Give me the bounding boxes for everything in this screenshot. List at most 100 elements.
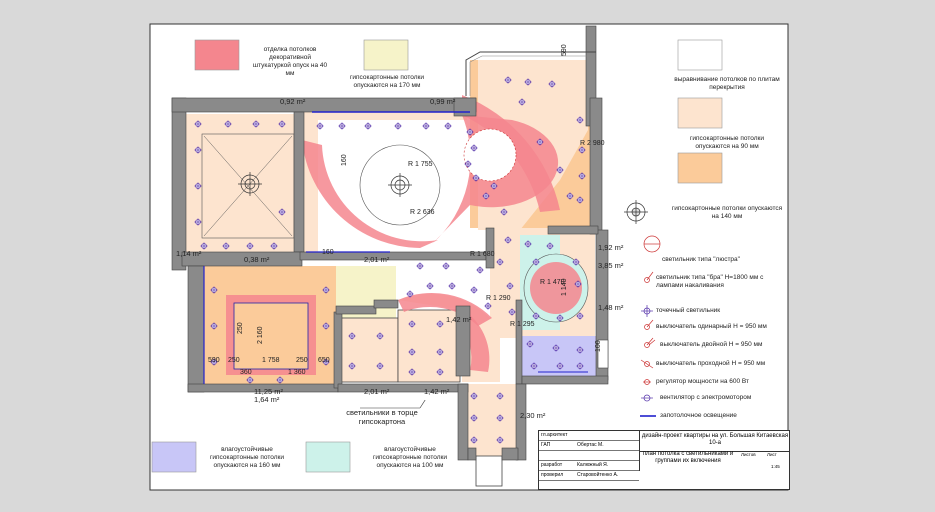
legend-swatch-4 bbox=[677, 97, 723, 129]
spotlight-cross bbox=[222, 242, 230, 250]
spotlight-cross bbox=[338, 122, 346, 130]
dimension-label: 160 bbox=[341, 154, 348, 166]
area-label: 0,92 m² bbox=[280, 97, 306, 106]
spotlight-cross bbox=[408, 348, 416, 356]
legend-swatch-3 bbox=[677, 39, 723, 71]
area-label: 11,25 m² bbox=[254, 387, 284, 396]
radius-label: R 1 470 bbox=[540, 279, 565, 286]
radius-label: R 2 636 bbox=[410, 209, 435, 216]
spotlight-cross bbox=[508, 308, 516, 316]
spotlight-cross bbox=[532, 258, 540, 266]
spotlight-cross bbox=[530, 362, 538, 370]
spotlight-cross bbox=[376, 362, 384, 370]
area-label: 1,64 m² bbox=[254, 395, 280, 404]
spotlight-cross bbox=[436, 320, 444, 328]
spotlight-cross bbox=[556, 314, 564, 322]
spotlight-cross bbox=[500, 208, 508, 216]
spotlight-cross bbox=[194, 218, 202, 226]
spotlight-cross bbox=[348, 332, 356, 340]
spotlight-cross bbox=[470, 436, 478, 444]
spotlight-cross bbox=[578, 146, 586, 154]
sheet-label: Лист bbox=[767, 452, 777, 457]
spotlight-cross bbox=[224, 120, 232, 128]
spotlight-cross bbox=[436, 348, 444, 356]
spotlight-cross bbox=[482, 192, 490, 200]
spotlight-cross bbox=[394, 122, 402, 130]
spotlight-cross bbox=[416, 262, 424, 270]
spotlight-cross bbox=[408, 320, 416, 328]
symbol-text-switch-pass: выключатель проходной H = 950 мм bbox=[656, 360, 766, 367]
walls bbox=[171, 25, 609, 461]
spotlight-cross bbox=[210, 358, 218, 366]
spotlight-cross bbox=[422, 122, 430, 130]
spotlight-cross bbox=[506, 282, 514, 290]
spotlight-cross bbox=[566, 192, 574, 200]
spotlight-cross bbox=[476, 266, 484, 274]
spotlight-cross bbox=[210, 322, 218, 330]
spotlight-cross bbox=[532, 312, 540, 320]
spotlight-cross bbox=[210, 286, 218, 294]
spotlight-cross bbox=[526, 340, 534, 348]
spotlight-cross bbox=[316, 122, 324, 130]
spotlights bbox=[194, 76, 586, 444]
legend-text-5: гипсокартонные потолки опускаются на 140… bbox=[671, 205, 783, 220]
spotlight-cross bbox=[524, 78, 532, 86]
dimension-label: 250 bbox=[296, 357, 308, 364]
legend-swatch-7 bbox=[305, 441, 351, 473]
area-label: 2,30 m² bbox=[520, 411, 546, 420]
area-label: 2,01 m² bbox=[364, 255, 390, 264]
spotlight-cross bbox=[322, 358, 330, 366]
spotlight-cross bbox=[194, 120, 202, 128]
area-label: 2,01 m² bbox=[364, 387, 390, 396]
dimension-label: 590 bbox=[208, 357, 220, 364]
spotlight-cross bbox=[466, 128, 474, 136]
legend-text-3: выравнивание потолков по плитам перекрыт… bbox=[674, 76, 780, 91]
sheet-title: план потолка с светильниками и группами … bbox=[639, 451, 736, 471]
area-label: 1,42 m² bbox=[424, 387, 450, 396]
symbol-text-fan: вентилятор с электромотором bbox=[660, 394, 752, 401]
spotlight-cross bbox=[246, 376, 254, 384]
area-label: 1,14 m² bbox=[176, 249, 202, 258]
dimension-label: 590 bbox=[561, 44, 568, 56]
dimension-label: 100 bbox=[595, 340, 602, 352]
spotlight-cross bbox=[470, 286, 478, 294]
symbol-text-dimmer: регулятор мощности на 600 Вт bbox=[656, 378, 750, 385]
tb-role: гл.архитект bbox=[541, 432, 568, 438]
tb-role: ГАП bbox=[541, 442, 551, 448]
spotlight-cross bbox=[252, 120, 260, 128]
area-label: 1,92 m² bbox=[598, 243, 624, 252]
spotlight-cross bbox=[546, 242, 554, 250]
spotlight-cross bbox=[442, 262, 450, 270]
spotlight-cross bbox=[448, 282, 456, 290]
spotlight-cross bbox=[278, 120, 286, 128]
symbol-text-hidden-light: запотолочное освещение bbox=[660, 412, 737, 419]
legend-text-7: влагоустойчивые гипсокартонные потолки о… bbox=[373, 446, 447, 469]
legend-swatch-5 bbox=[677, 152, 723, 184]
spotlight-cross bbox=[276, 376, 284, 384]
spotlight-cross bbox=[536, 138, 544, 146]
spotlight-cross bbox=[270, 242, 278, 250]
dimension-label: 250 bbox=[237, 322, 244, 334]
symbol-text-chandelier: светильник типа "люстра" bbox=[662, 256, 740, 263]
radius-label: R 1 680 bbox=[470, 251, 495, 258]
spotlight-cross bbox=[246, 242, 254, 250]
spotlight-cross bbox=[490, 182, 498, 190]
area-label: 0,99 m² bbox=[430, 97, 456, 106]
spotlight-cross bbox=[470, 144, 478, 152]
spotlight-cross bbox=[194, 146, 202, 154]
legend-text-4: гипсокартонные потолки опускаются на 90 … bbox=[690, 135, 764, 150]
spotlight-cross bbox=[496, 258, 504, 266]
spotlight-cross bbox=[322, 286, 330, 294]
dimension-label: 1 758 bbox=[262, 357, 280, 364]
spotlight-cross bbox=[200, 242, 208, 250]
spotlight-cross bbox=[444, 122, 452, 130]
spotlight-cross bbox=[518, 98, 526, 106]
spotlight-cross bbox=[556, 166, 564, 174]
spotlight-cross bbox=[576, 362, 584, 370]
tb-role: проверил bbox=[541, 472, 564, 478]
spotlight-cross bbox=[436, 368, 444, 376]
spotlight-cross bbox=[322, 322, 330, 330]
